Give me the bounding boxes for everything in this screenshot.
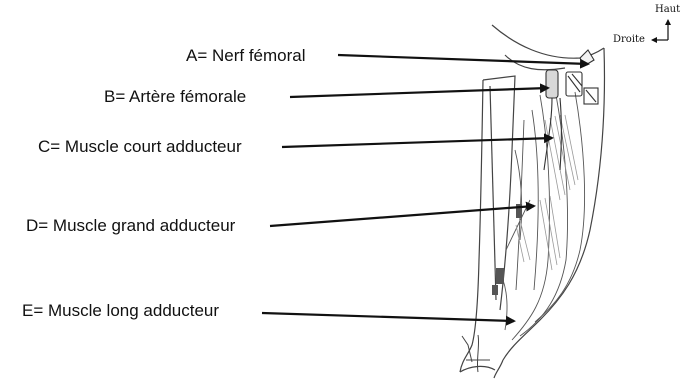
label-muscle-grand-adducteur: D= Muscle grand adducteur [26,216,235,236]
orientation-compass [652,20,668,40]
compass-up-label: Haut [655,4,680,16]
compass-right-label: Droite [613,34,645,46]
label-artere-femorale: B= Artère fémorale [104,87,246,107]
leader-arrow-c [282,138,552,147]
thigh-outline [460,25,604,378]
label-nerf-femoral: A= Nerf fémoral [186,46,306,66]
label-muscle-long-adducteur: E= Muscle long adducteur [22,301,219,321]
label-muscle-court-adducteur: C= Muscle court adducteur [38,137,242,157]
dark-details [492,204,522,295]
leader-arrow-b [290,88,548,97]
muscle-layers [498,92,585,340]
neurovascular-bundle [544,50,598,170]
